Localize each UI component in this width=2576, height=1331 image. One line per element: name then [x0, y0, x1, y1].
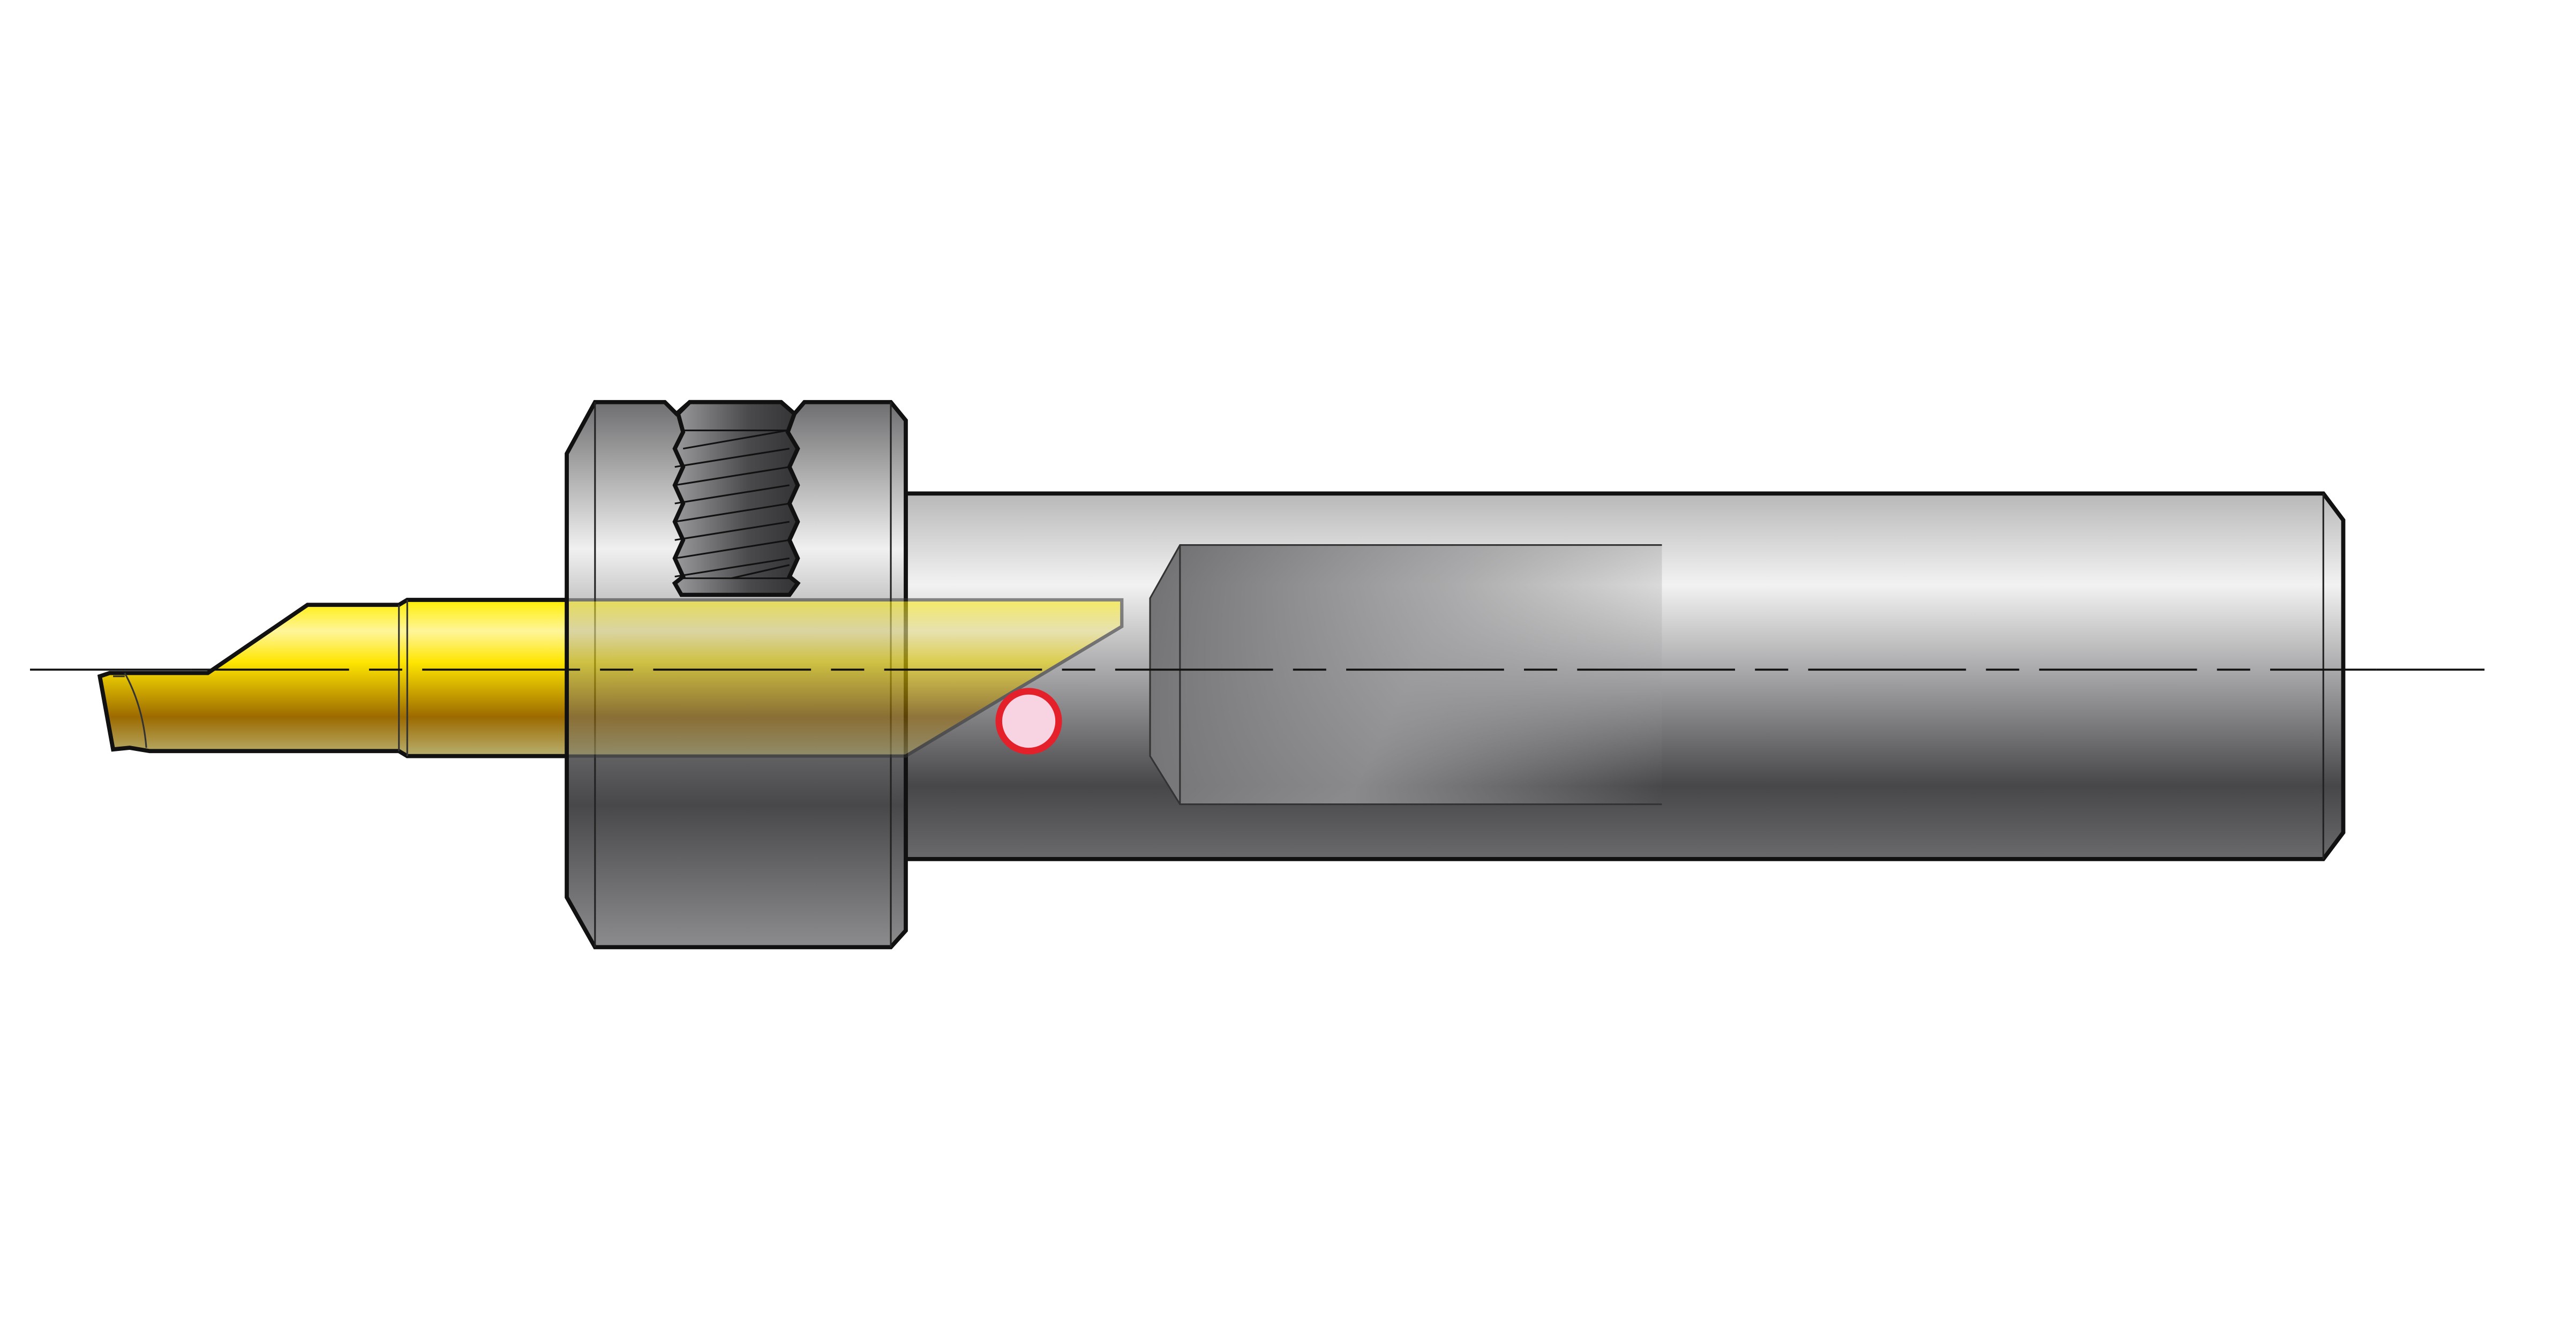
coolant-hole	[995, 688, 1062, 755]
boring-bar-insert	[97, 598, 1124, 758]
holder-shank	[904, 491, 2346, 861]
clamp-screw	[672, 400, 801, 597]
insert-pocket	[1150, 545, 1662, 804]
